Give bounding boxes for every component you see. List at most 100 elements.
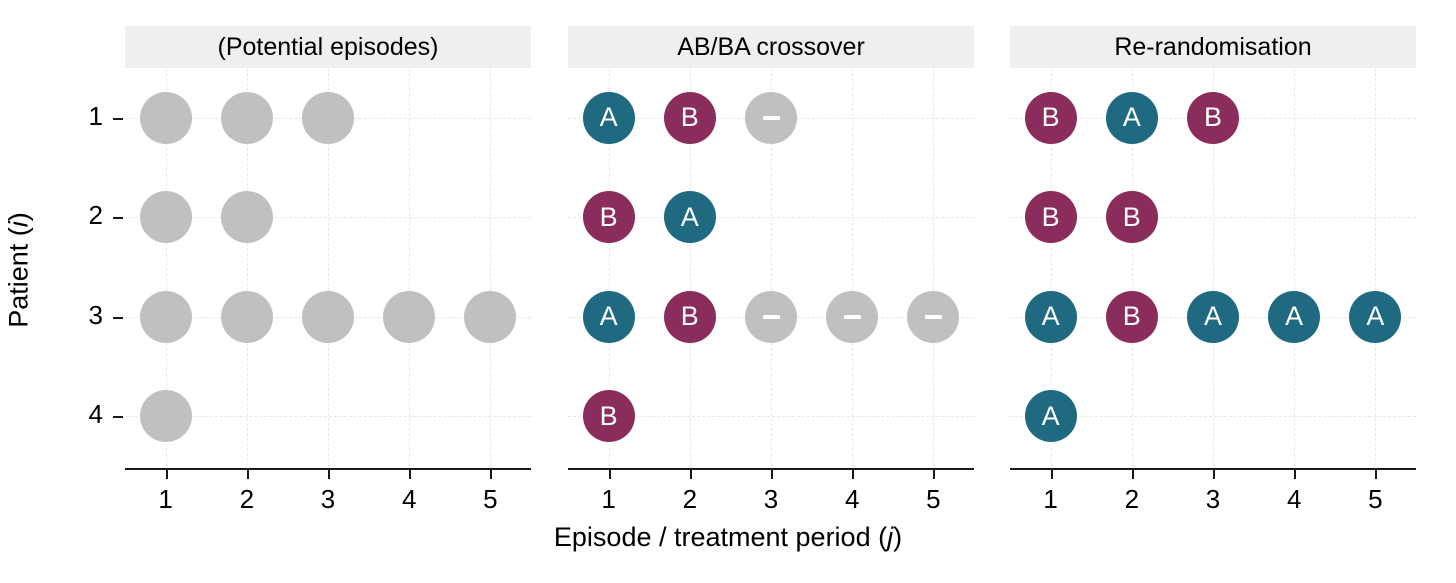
y-tick-label: 1 (88, 100, 103, 131)
x-tick-label: 4 (1286, 484, 1302, 514)
x-tick-label: 2 (682, 484, 698, 514)
dash-icon (762, 314, 780, 319)
gridline-horizontal (125, 416, 531, 418)
data-point-label: B (599, 201, 618, 232)
gridline-horizontal (125, 217, 531, 219)
y-axis-title: Patient (i) (2, 70, 36, 470)
data-point (139, 290, 192, 343)
data-point: B (1105, 290, 1158, 343)
gridline-horizontal (568, 416, 974, 418)
gridline-vertical (1294, 68, 1296, 466)
data-point (826, 290, 879, 343)
x-tick-mark (328, 470, 330, 479)
dash-icon (762, 115, 780, 120)
y-tick-mark (113, 316, 123, 319)
y-axis-title-italic: i (3, 221, 34, 228)
gridline-vertical (771, 68, 772, 466)
x-tick-label: 4 (844, 484, 860, 514)
x-tick-label: 1 (1043, 484, 1058, 514)
data-point: A (1105, 91, 1158, 144)
x-tick-label: 3 (763, 484, 779, 514)
data-point: A (582, 91, 635, 144)
x-tick-mark (490, 470, 493, 479)
data-point: A (663, 191, 716, 244)
x-axis-title: Episode / treatment period (j) (0, 522, 1456, 553)
x-tick-label: 2 (239, 484, 255, 514)
x-tick-label: 5 (483, 484, 498, 514)
data-point (220, 91, 273, 144)
y-axis-title-text: Patient ( (3, 227, 34, 328)
x-tick-mark (1294, 470, 1297, 479)
data-point (220, 290, 273, 343)
gridline-vertical (1375, 68, 1377, 466)
x-tick-mark (933, 470, 936, 479)
data-point: A (1268, 290, 1321, 343)
data-point (464, 290, 517, 343)
y-tick-label: 4 (88, 399, 103, 430)
data-point (302, 290, 354, 343)
x-tick-mark (771, 470, 773, 479)
x-axis-title-tail: ) (893, 522, 903, 552)
data-point (302, 91, 354, 144)
data-point (139, 191, 192, 244)
data-point: B (582, 191, 635, 244)
data-point-label: A (680, 201, 699, 232)
x-tick-mark (246, 470, 249, 479)
data-point-label: A (1041, 400, 1060, 431)
panel-title-text: Re-randomisation (1114, 32, 1312, 61)
x-tick-mark (608, 470, 611, 479)
gridline-vertical (608, 68, 610, 466)
gridline-horizontal (1010, 416, 1416, 418)
x-axis-title-italic: j (887, 522, 894, 552)
panel-title-1: (Potential episodes) (125, 26, 531, 68)
data-point (139, 91, 192, 144)
gridline-vertical (933, 68, 935, 466)
data-point: B (1105, 191, 1158, 244)
x-tick-label: 2 (1124, 484, 1140, 514)
data-point (907, 290, 960, 343)
gridline-vertical (165, 68, 167, 466)
data-point (220, 191, 273, 244)
y-tick-mark (113, 217, 123, 220)
data-point: B (1024, 91, 1077, 144)
gridline-vertical (1213, 68, 1214, 466)
y-tick-mark (113, 416, 123, 419)
data-point-label: B (680, 102, 699, 133)
x-tick-label: 1 (601, 484, 616, 514)
y-tick-mark (113, 117, 123, 120)
data-point: A (1024, 290, 1077, 343)
x-tick-mark (852, 470, 855, 479)
dash-icon (924, 314, 942, 319)
data-point: A (582, 290, 635, 343)
x-axis-line (568, 468, 974, 470)
data-point: B (582, 390, 635, 443)
data-point: A (1187, 290, 1239, 343)
data-point-label: A (1122, 102, 1141, 133)
data-point: B (663, 290, 716, 343)
data-point: B (663, 91, 716, 144)
data-point-label: A (599, 301, 618, 332)
data-point-label: B (599, 400, 618, 431)
panel-title-3: Re-randomisation (1010, 26, 1416, 68)
data-point: B (1024, 191, 1077, 244)
data-point-label: A (1041, 301, 1060, 332)
gridline-vertical (490, 68, 492, 466)
gridline-vertical (409, 68, 411, 466)
x-tick-label: 1 (158, 484, 173, 514)
x-tick-mark (1375, 470, 1378, 479)
x-tick-label: 3 (320, 484, 336, 514)
data-point (383, 290, 436, 343)
gridline-horizontal (1010, 217, 1416, 219)
data-point-label: B (680, 301, 699, 332)
data-point-label: B (1122, 301, 1141, 332)
x-tick-label: 3 (1205, 484, 1221, 514)
gridline-vertical (689, 68, 691, 466)
x-tick-mark (1050, 470, 1053, 479)
y-axis-title-tail: ) (3, 212, 34, 222)
x-tick-mark (1213, 470, 1215, 479)
x-tick-mark (1131, 470, 1134, 479)
x-tick-mark (165, 470, 168, 479)
x-tick-label: 4 (401, 484, 417, 514)
x-tick-label: 5 (926, 484, 941, 514)
x-tick-label: 5 (1368, 484, 1383, 514)
